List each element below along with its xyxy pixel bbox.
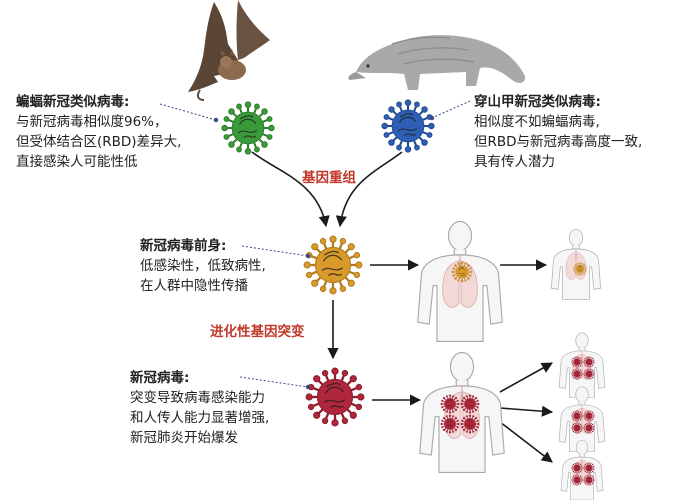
virus-red xyxy=(304,366,366,428)
precursor-title: 新冠病毒前身: xyxy=(140,238,227,254)
virus-blue xyxy=(380,98,436,154)
bat-virus-line-2: 但受体结合区(RBD)差异大, xyxy=(16,134,182,150)
sars-cov-2-title: 新冠病毒: xyxy=(130,370,190,386)
virus-green xyxy=(220,100,276,156)
sars-cov-2-line-2: 和人传人能力显著增强, xyxy=(130,410,270,426)
sars-cov-2-text: 新冠病毒: 突变导致病毒感染能力 和人传人能力显著增强, 新冠肺炎开始爆发 xyxy=(130,368,269,448)
bat-virus-text: 蝙蝠新冠类似病毒: 与新冠病毒相似度96%， 但受体结合区(RBD)差异大, 直… xyxy=(16,92,181,172)
bat-icon xyxy=(188,0,270,101)
precursor-text: 新冠病毒前身: 低感染性，低致病性, 在人群中隐性传播 xyxy=(140,236,266,296)
sars-cov-2-line-1: 突变导致病毒感染能力 xyxy=(130,390,265,406)
precursor-line-2: 在人群中隐性传播 xyxy=(140,278,248,294)
pangolin-virus-line-3: 具有传人潜力 xyxy=(474,154,555,170)
mutation-label: 进化性基因突变 xyxy=(210,324,305,340)
pangolin-virus-line-2: 但RBD与新冠病毒高度一致, xyxy=(474,134,643,150)
precursor-line-1: 低感染性，低致病性, xyxy=(140,258,266,274)
sars-cov-2-line-3: 新冠肺炎开始爆发 xyxy=(130,430,238,446)
callout-lines xyxy=(159,100,471,388)
recombination-label: 基因重组 xyxy=(302,170,356,186)
pangolin-virus-line-1: 相似度不如蝙蝠病毒, xyxy=(474,114,600,130)
bat-virus-line-3: 直接感染人可能性低 xyxy=(16,154,138,170)
virus-orange xyxy=(302,234,364,296)
bat-virus-title: 蝙蝠新冠类似病毒: xyxy=(16,94,130,110)
pangolin-virus-title: 穿山甲新冠类似病毒: xyxy=(474,94,601,110)
pangolin-icon xyxy=(348,35,526,90)
arrows xyxy=(251,151,554,463)
pangolin-virus-text: 穿山甲新冠类似病毒: 相似度不如蝙蝠病毒, 但RBD与新冠病毒高度一致, 具有传… xyxy=(474,92,642,172)
bat-virus-line-1: 与新冠病毒相似度96%， xyxy=(16,114,168,130)
